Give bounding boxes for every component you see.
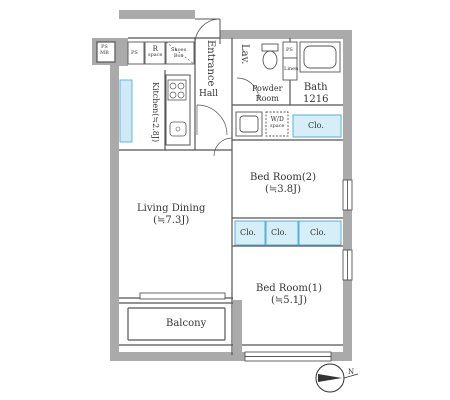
closet-bed1-label: Clo. — [310, 228, 326, 237]
toilet-fixture — [261, 43, 279, 70]
ps-left-label: PS — [131, 50, 138, 56]
entrance-label: Entrance — [205, 40, 216, 87]
lav-label: Lav. — [239, 44, 250, 65]
closet-bed2-a-label: Clo. — [240, 228, 256, 237]
compass-north-label: N — [348, 368, 355, 376]
living-dining-label: Living Dining(≒7.3J) — [137, 203, 206, 226]
closet-hall-label: Clo. — [308, 121, 324, 130]
kitchen-fixtures — [119, 74, 191, 146]
bathtub-fixture — [299, 41, 341, 73]
storage-fixtures — [127, 41, 298, 81]
balcony-label: Balcony — [166, 318, 207, 329]
linen-label: Linen — [284, 66, 299, 72]
hall-label: Hall — [199, 89, 218, 99]
ps-right-label: PS — [286, 47, 293, 53]
washroom-fixtures — [235, 111, 289, 137]
compass-icon — [315, 363, 359, 393]
kitchen-label: Kitchen(≒2.8J) — [151, 82, 160, 143]
entrance-door — [194, 18, 221, 45]
closets — [234, 114, 342, 246]
inner-walls — [96, 37, 343, 355]
hall-door-swings — [196, 77, 260, 157]
bed-room-1-label: Bed Room(1)(≒5.1J) — [256, 283, 323, 306]
windows — [139, 179, 353, 362]
closet-bed2-b-label: Clo. — [271, 228, 287, 237]
bed-room-2-label: Bed Room(2)(≒3.8J) — [250, 172, 317, 195]
